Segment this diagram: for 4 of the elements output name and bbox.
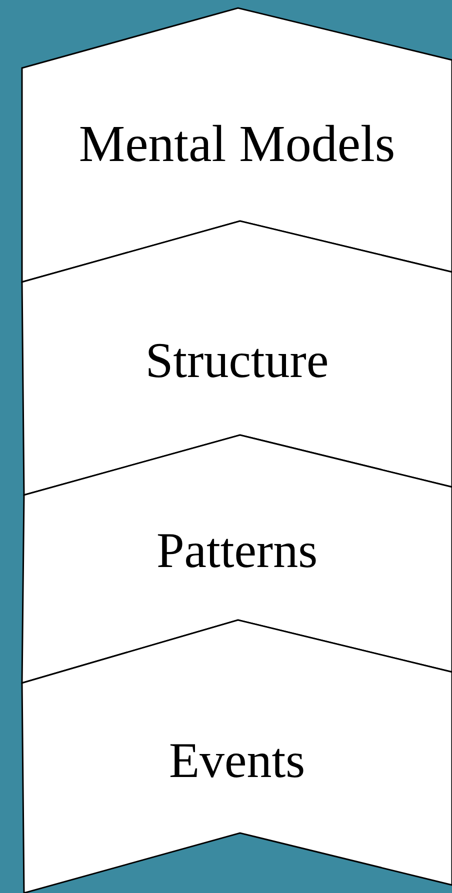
band-label: Events xyxy=(168,735,306,785)
band-label: Structure xyxy=(144,335,330,385)
band-label: Patterns xyxy=(155,525,319,575)
band-label: Mental Models xyxy=(78,119,396,171)
